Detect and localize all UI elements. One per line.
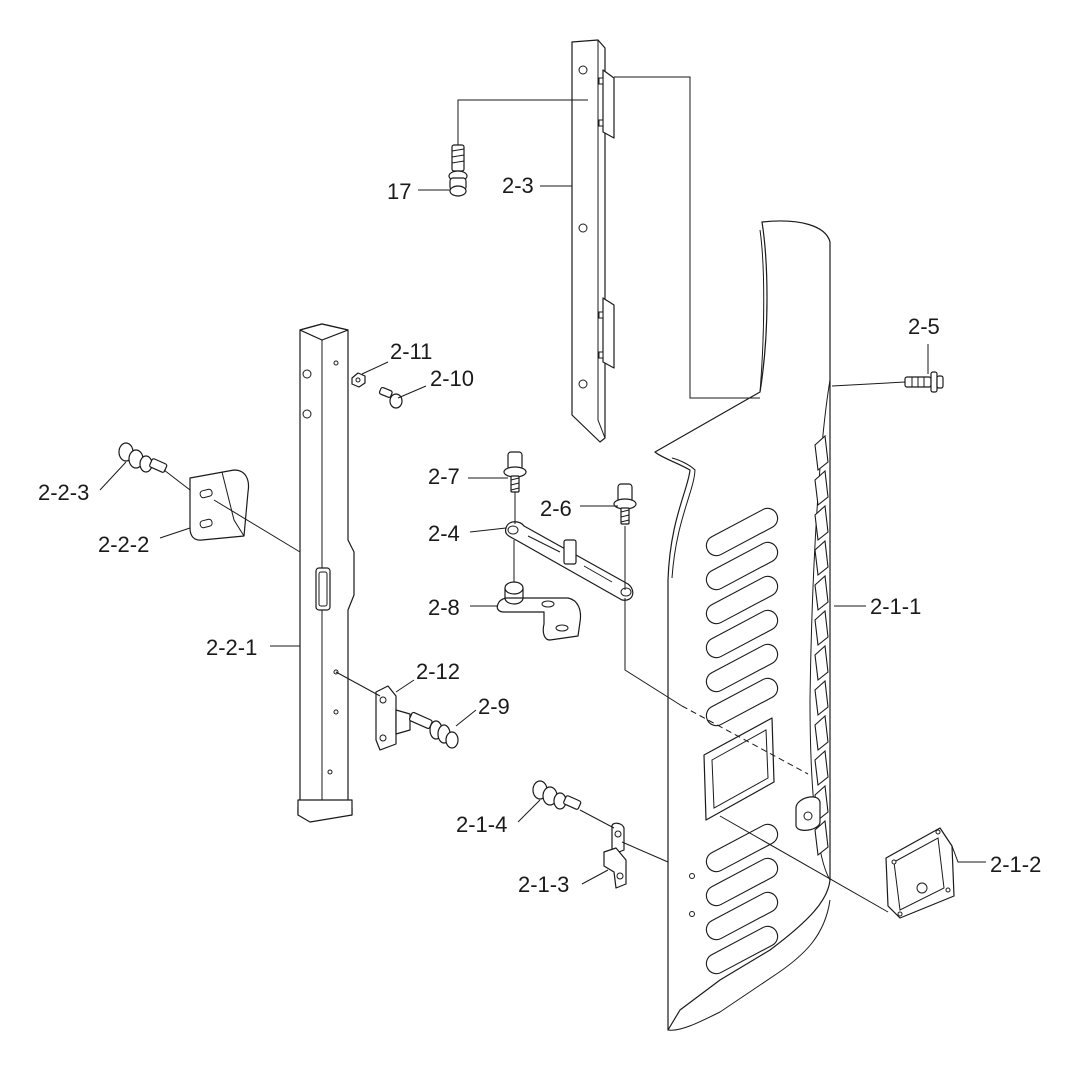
screw-part-2-5 (904, 371, 944, 393)
leader-lines (99, 76, 986, 913)
label-2-7: 2-7 (428, 464, 460, 489)
large-louvers (705, 507, 779, 975)
post-part-2-2-1 (297, 323, 355, 823)
label-2-10: 2-10 (430, 366, 474, 391)
label-2-6: 2-6 (540, 496, 572, 521)
label-2-2-1: 2-2-1 (206, 635, 257, 660)
bolt-part-2-2-3 (118, 442, 168, 473)
rail-part-2-3 (571, 39, 615, 443)
label-2-4: 2-4 (428, 521, 460, 546)
label-2-12: 2-12 (416, 659, 460, 684)
nut-part-2-11 (351, 372, 366, 388)
bolt-part-2-6 (613, 483, 637, 525)
label-2-9: 2-9 (478, 694, 510, 719)
bolt-part-2-7 (503, 451, 527, 493)
label-2-8: 2-8 (428, 595, 460, 620)
label-17: 17 (387, 179, 411, 204)
label-2-2-3: 2-2-3 (38, 480, 89, 505)
bolt-part-2-1-4 (532, 780, 582, 810)
label-2-5: 2-5 (908, 314, 940, 339)
label-2-1-4: 2-1-4 (456, 812, 507, 837)
label-2-1-2: 2-1-2 (990, 852, 1041, 877)
bolt-part-17 (448, 144, 468, 197)
hinge-bracket-part-2-12 (375, 685, 411, 751)
label-2-2-2: 2-2-2 (98, 532, 149, 557)
label-2-1-1: 2-1-1 (870, 594, 921, 619)
side-louvers (814, 434, 829, 857)
handle-part-2-1-2 (885, 827, 955, 919)
cover-panel-part-2-1-1 (654, 220, 831, 1031)
clip-part-2-1-3 (603, 822, 627, 889)
part-labels: 17 2-3 2-5 2-11 2-10 2-2-3 2-2-2 2-7 2-6… (38, 173, 1041, 897)
bracket-part-2-8 (496, 581, 582, 641)
bracket-part-2-2-2 (189, 469, 250, 541)
label-2-1-3: 2-1-3 (518, 872, 569, 897)
link-arm-part-2-4 (504, 521, 634, 601)
label-2-3: 2-3 (502, 173, 534, 198)
bolt-part-2-9 (408, 711, 459, 749)
label-2-11: 2-11 (390, 339, 432, 364)
